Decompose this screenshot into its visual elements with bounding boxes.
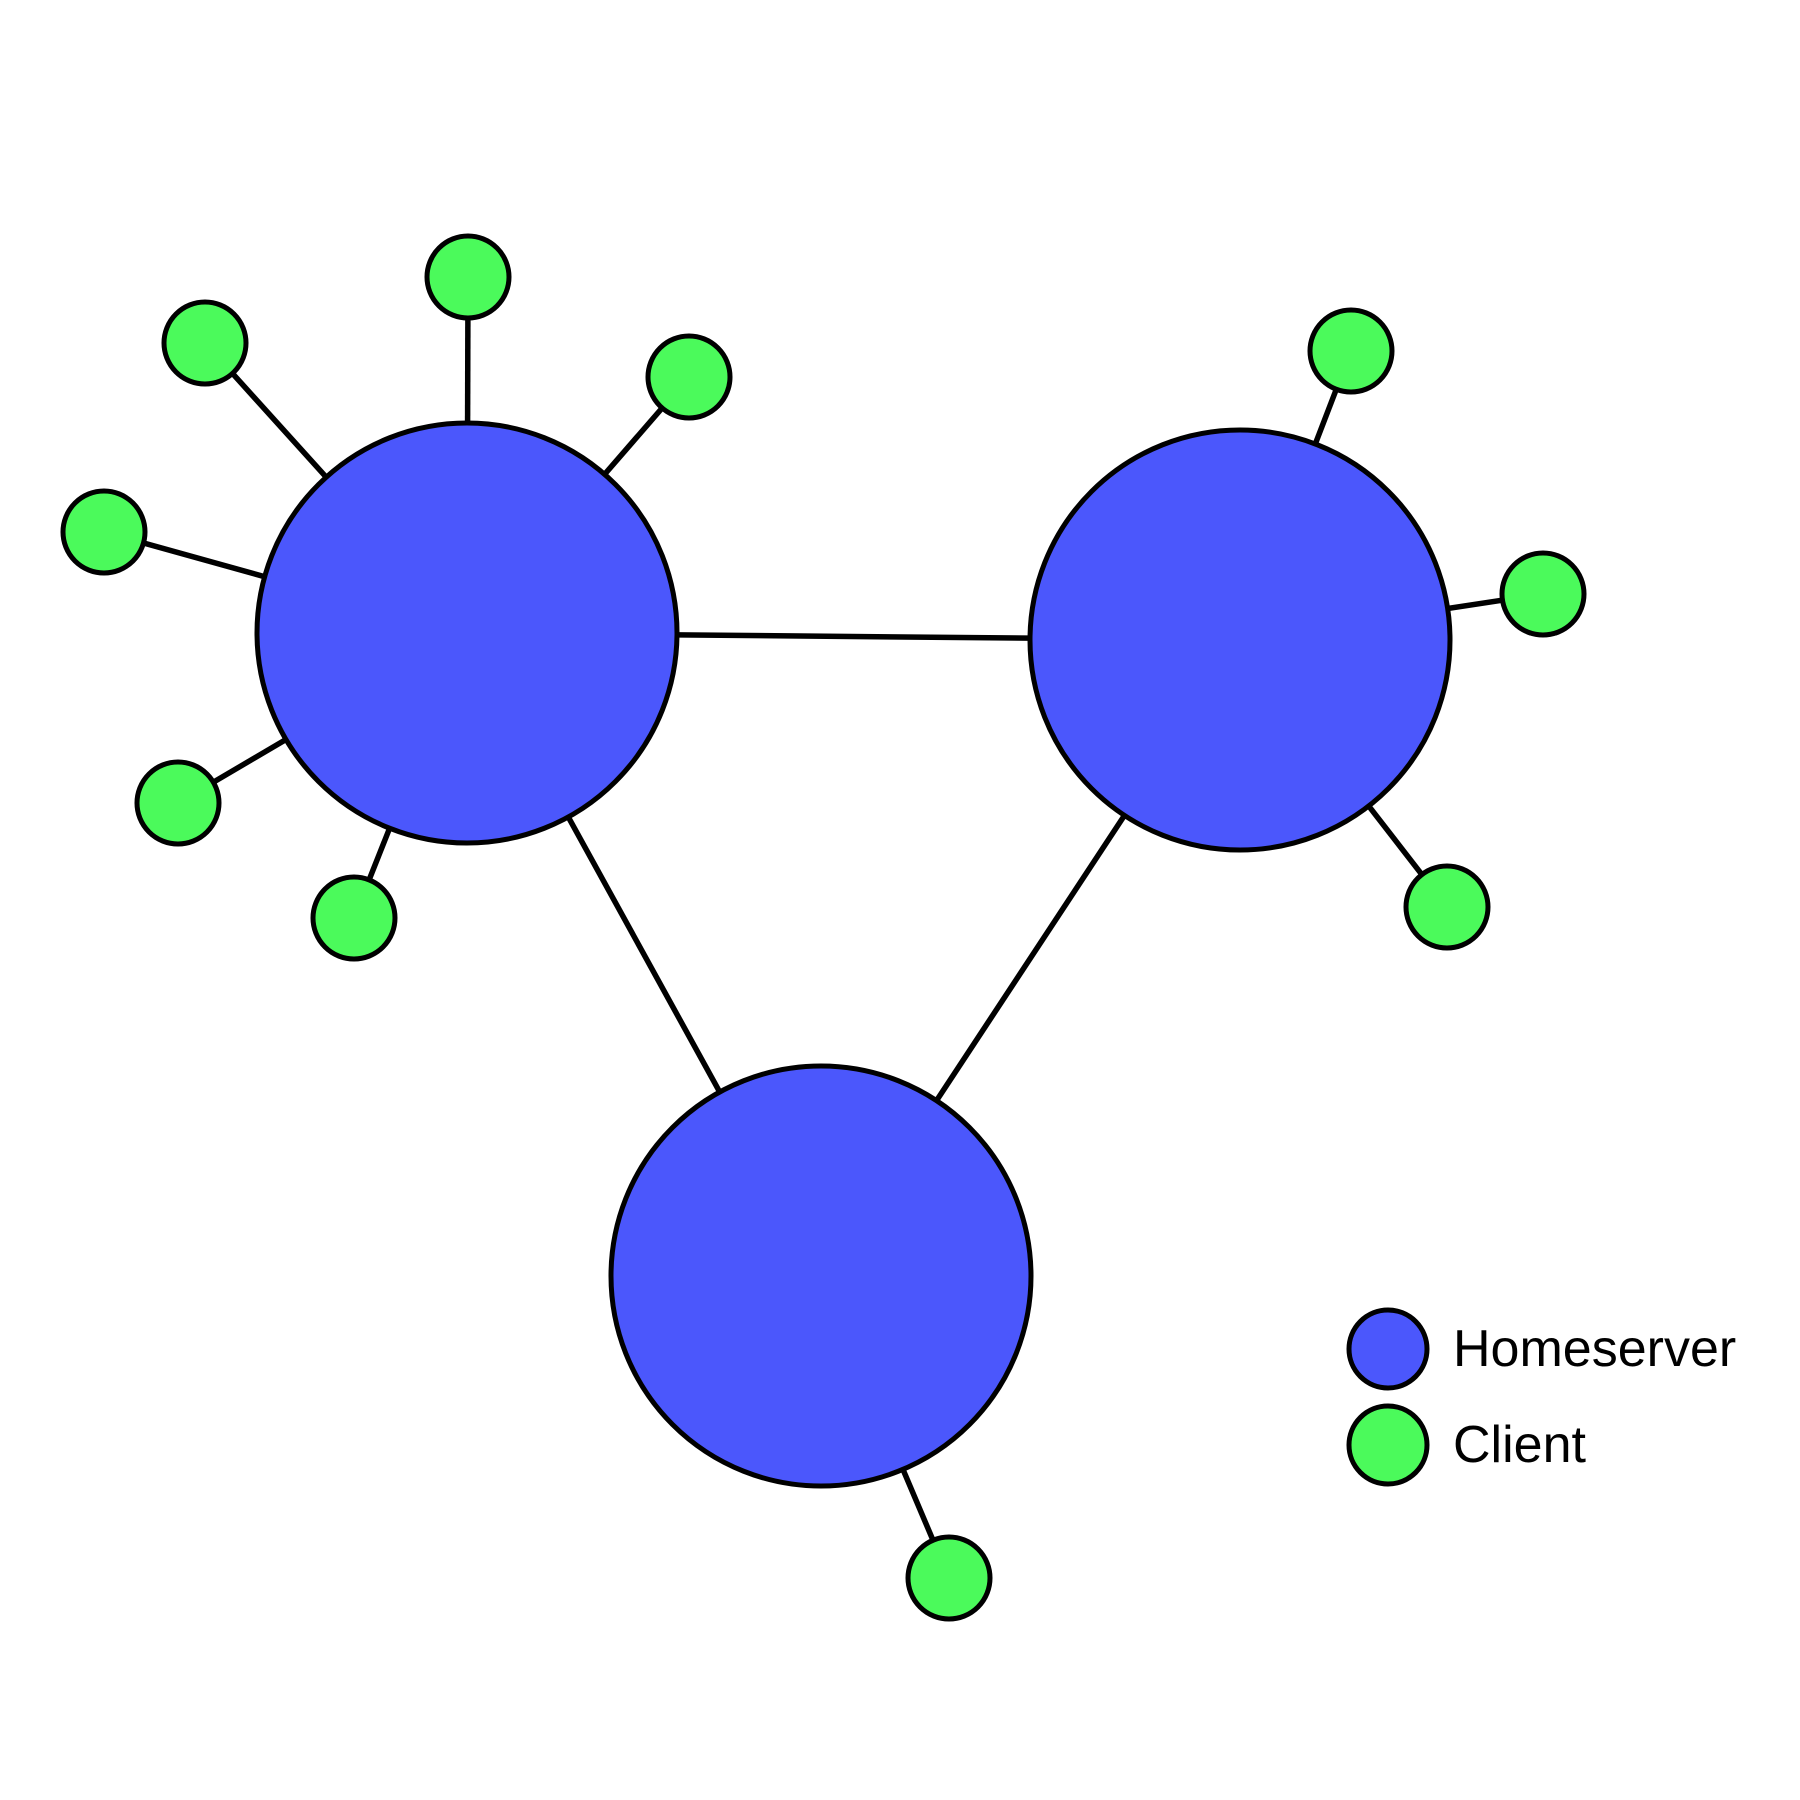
client-node [161,299,249,387]
homeserver-node [608,1063,1034,1489]
legend-homeserver-label: Homeserver [1453,1320,1736,1378]
client-node [1499,550,1587,638]
legend-client-swatch [1346,1403,1430,1487]
client-node [1403,863,1491,951]
nodes-layer [60,233,1587,1622]
legend-homeserver-swatch [1346,1307,1430,1391]
homeserver-node [254,420,680,846]
client-node [1307,307,1395,395]
client-node [645,333,733,421]
client-node [424,233,512,321]
client-node [60,488,148,576]
client-node [134,759,222,847]
legend: Homeserver Client [1346,1307,1736,1487]
client-node [905,1534,993,1622]
client-node [310,874,398,962]
legend-client-label: Client [1453,1416,1586,1474]
homeserver-node [1027,427,1453,853]
